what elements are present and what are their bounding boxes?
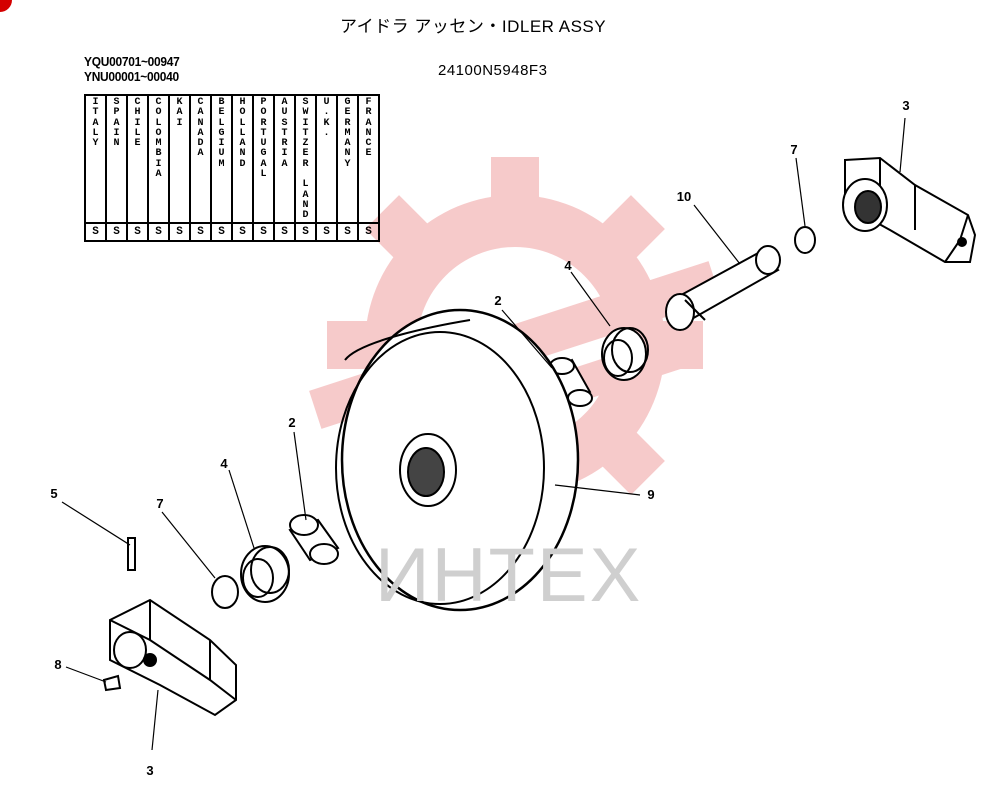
- floating-seal-top: [601, 327, 649, 381]
- callout-4-mid: 4: [220, 456, 228, 471]
- callout-8: 8: [54, 657, 62, 672]
- pin: [127, 537, 136, 571]
- callout-9: 9: [647, 487, 655, 502]
- callout-3-top: 3: [902, 98, 910, 113]
- country-code-cell: S: [210, 222, 233, 241]
- idler-shaft: [665, 245, 781, 331]
- country-name-cell: U.K.: [315, 95, 338, 224]
- serial-range-1: YQU00701~00947: [84, 54, 180, 69]
- corner-mark-icon: [0, 0, 12, 12]
- country-code-cell: S: [189, 222, 212, 241]
- callout-4-top: 4: [564, 258, 572, 273]
- country-code-cell: S: [273, 222, 296, 241]
- callout-7-top: 7: [790, 142, 798, 157]
- country-code-cell: S: [126, 222, 149, 241]
- country-code-cell: S: [168, 222, 191, 241]
- bolt: [102, 674, 122, 692]
- country-code-cell: S: [336, 222, 359, 241]
- country-code-cell: S: [84, 222, 107, 241]
- callout-10: 10: [676, 189, 692, 204]
- serial-range-2: YNU00001~00040: [84, 69, 179, 84]
- country-code-cell: S: [357, 222, 380, 241]
- country-code-cell: S: [147, 222, 170, 241]
- floating-seal-mid: [240, 545, 290, 603]
- watermark-text: ИНТЕХ: [375, 533, 643, 618]
- o-ring-top: [794, 226, 816, 254]
- callout-7-mid: 7: [156, 496, 164, 511]
- country-name: U.K.: [323, 97, 330, 139]
- country-code-cell: S: [315, 222, 338, 241]
- country-code-cell: S: [252, 222, 275, 241]
- country-code-cell: S: [294, 222, 317, 241]
- bushing-mid: [288, 514, 340, 565]
- callout-2-mid: 2: [288, 415, 296, 430]
- o-ring-mid: [211, 575, 239, 609]
- country-code-cell: S: [105, 222, 128, 241]
- bushing-top: [549, 357, 593, 407]
- callout-5: 5: [50, 486, 58, 501]
- diagram-title: アイドラ アッセン・IDLER ASSY: [340, 17, 607, 36]
- callout-3-bottom: 3: [146, 763, 154, 778]
- idler-wheel: [335, 308, 580, 612]
- part-number: 24100N5948F3: [438, 62, 548, 79]
- idler-bracket-top: [842, 156, 977, 263]
- country-code-cell: S: [231, 222, 254, 241]
- idler-bracket-bottom: [109, 598, 237, 717]
- callout-2-top: 2: [494, 293, 502, 308]
